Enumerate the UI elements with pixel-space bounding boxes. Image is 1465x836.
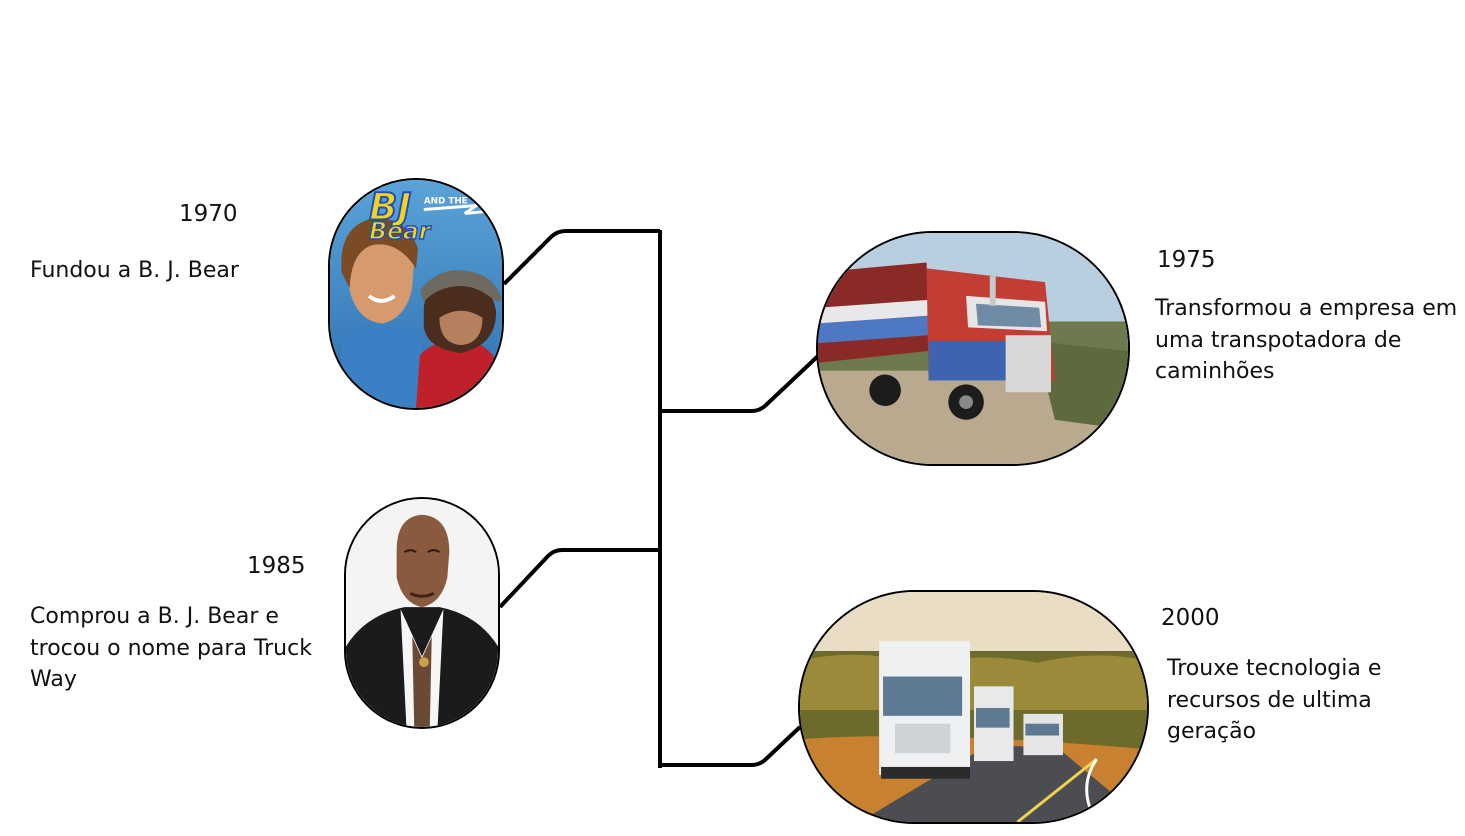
connector-1985 <box>498 548 660 609</box>
connector-1970 <box>502 229 660 286</box>
event-image-1970: BJ AND THE Bear <box>328 178 504 410</box>
man-portrait-image <box>346 499 498 727</box>
event-description-1970: Fundou a B. J. Bear <box>30 258 239 283</box>
year-1985: 1985 <box>247 553 306 579</box>
connector-2000 <box>660 725 802 767</box>
truck-convoy-image <box>800 592 1147 822</box>
logo-bear: Bear <box>369 217 432 245</box>
event-description-1975: Transformou a empresa em uma transpotado… <box>1155 296 1458 384</box>
event-image-1975 <box>816 231 1130 466</box>
year-2000: 2000 <box>1161 605 1220 631</box>
event-image-2000 <box>798 590 1149 824</box>
event-description-1985: Comprou a B. J. Bear e trocou o nome par… <box>30 604 312 692</box>
connector-1975 <box>660 354 820 413</box>
logo-bj: BJ <box>369 184 411 228</box>
tv-show-poster-image: BJ AND THE Bear <box>330 180 502 408</box>
year-1975: 1975 <box>1157 247 1216 273</box>
semi-truck-image <box>818 233 1128 464</box>
year-1970: 1970 <box>179 201 238 227</box>
event-description-2000: Trouxe tecnologia e recursos de ultima g… <box>1167 656 1382 744</box>
logo-and-the: AND THE <box>424 197 468 207</box>
event-image-1985 <box>344 497 500 729</box>
